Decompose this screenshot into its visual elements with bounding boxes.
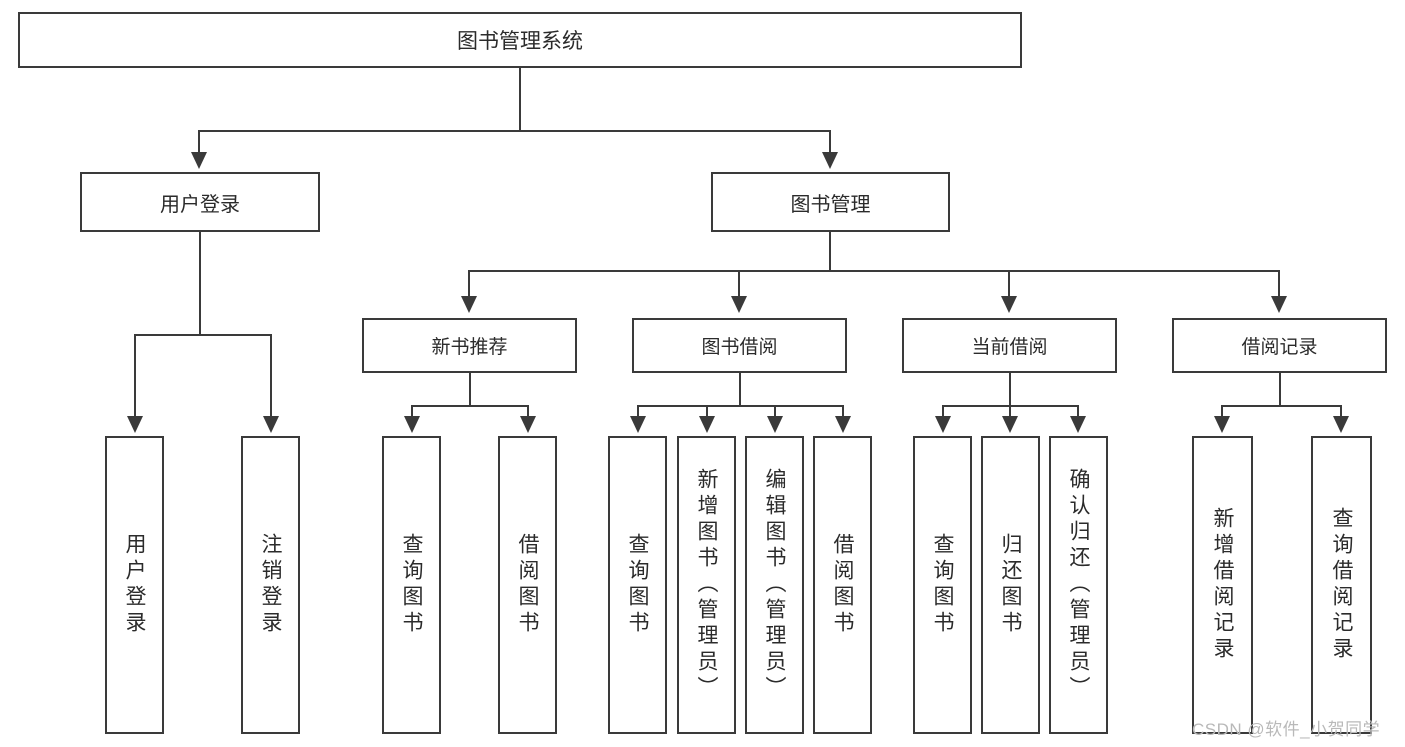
connector-drop-cb-3 xyxy=(1077,405,1079,418)
connector-drop-nb-1 xyxy=(411,405,413,418)
connector-drop-bb-2 xyxy=(706,405,708,418)
leaf-label: 查询图书 xyxy=(400,533,423,637)
connector-drop-leaf-user-login xyxy=(134,334,136,418)
arrow-book-borrow xyxy=(731,296,747,313)
arrow-cb-return-book xyxy=(1002,416,1018,433)
arrow-nb-borrow-book xyxy=(520,416,536,433)
connector-level3-bar xyxy=(468,270,1279,272)
connector-user-login-stem xyxy=(199,232,201,334)
connector-root-stem xyxy=(519,68,521,130)
leaf-nb-borrow-book[interactable]: 借阅图书 xyxy=(498,436,557,734)
connector-drop-bb-4 xyxy=(842,405,844,418)
leaf-br-query-record[interactable]: 查询借阅记录 xyxy=(1311,436,1372,734)
arrow-leaf-user-login xyxy=(127,416,143,433)
connector-book-manage-stem xyxy=(829,232,831,270)
arrow-current-borrow xyxy=(1001,296,1017,313)
arrow-book-manage xyxy=(822,152,838,169)
connector-level2-bar xyxy=(198,130,831,132)
connector-drop-book-manage xyxy=(829,130,831,154)
leaf-label: 用户登录 xyxy=(123,533,146,637)
leaf-nb-query-book[interactable]: 查询图书 xyxy=(382,436,441,734)
leaf-bb-query-book[interactable]: 查询图书 xyxy=(608,436,667,734)
connector-drop-leaf-logout xyxy=(270,334,272,418)
arrow-leaf-logout xyxy=(263,416,279,433)
connector-drop-cb-2 xyxy=(1009,405,1011,418)
connector-drop-user-login xyxy=(198,130,200,154)
node-root-system[interactable]: 图书管理系统 xyxy=(18,12,1022,68)
leaf-user-login[interactable]: 用户登录 xyxy=(105,436,164,734)
connector-drop-bb-3 xyxy=(774,405,776,418)
leaf-label: 查询借阅记录 xyxy=(1330,507,1353,663)
leaf-label: 查询图书 xyxy=(626,533,649,637)
arrow-bb-borrow-book xyxy=(835,416,851,433)
connector-book-borrow-bar xyxy=(637,405,843,407)
node-label: 用户登录 xyxy=(160,193,240,216)
node-label: 图书借阅 xyxy=(701,337,778,358)
node-label: 新书推荐 xyxy=(431,337,508,358)
csdn-watermark: CSDN @软件_小贺同学 xyxy=(1192,720,1381,739)
leaf-cb-confirm-return[interactable]: 确认归还（管理员） xyxy=(1049,436,1108,734)
connector-current-borrow-stem xyxy=(1009,373,1011,405)
leaf-label: 注销登录 xyxy=(259,533,282,637)
leaf-label: 编辑图书（管理员） xyxy=(763,468,786,702)
leaf-label: 归还图书 xyxy=(999,533,1022,637)
node-label: 当前借阅 xyxy=(971,337,1048,358)
arrow-bb-add-book xyxy=(699,416,715,433)
leaf-bb-add-book[interactable]: 新增图书（管理员） xyxy=(677,436,736,734)
leaf-label: 确认归还（管理员） xyxy=(1067,468,1090,702)
leaf-label: 借阅图书 xyxy=(516,533,539,637)
leaf-label: 查询图书 xyxy=(931,533,954,637)
leaf-label: 借阅图书 xyxy=(831,533,854,637)
connector-drop-nb-2 xyxy=(527,405,529,418)
connector-drop-br-1 xyxy=(1221,405,1223,418)
connector-drop-new-book xyxy=(468,270,470,298)
connector-borrow-record-bar xyxy=(1221,405,1341,407)
connector-drop-book-borrow xyxy=(738,270,740,298)
arrow-cb-query-book xyxy=(935,416,951,433)
connector-borrow-record-stem xyxy=(1279,373,1281,405)
leaf-logout[interactable]: 注销登录 xyxy=(241,436,300,734)
node-borrow-record[interactable]: 借阅记录 xyxy=(1172,318,1387,373)
node-label: 图书管理系统 xyxy=(457,30,583,53)
arrow-br-query-record xyxy=(1333,416,1349,433)
connector-book-borrow-stem xyxy=(739,373,741,405)
leaf-bb-borrow-book[interactable]: 借阅图书 xyxy=(813,436,872,734)
connector-drop-current-borrow xyxy=(1008,270,1010,298)
arrow-user-login xyxy=(191,152,207,169)
arrow-cb-confirm-return xyxy=(1070,416,1086,433)
arrow-bb-query-book xyxy=(630,416,646,433)
node-book-management[interactable]: 图书管理 xyxy=(711,172,950,232)
arrow-bb-edit-book xyxy=(767,416,783,433)
node-new-book-recommend[interactable]: 新书推荐 xyxy=(362,318,577,373)
connector-drop-borrow-record xyxy=(1278,270,1280,298)
connector-new-book-stem xyxy=(469,373,471,405)
arrow-nb-query-book xyxy=(404,416,420,433)
node-current-borrow[interactable]: 当前借阅 xyxy=(902,318,1117,373)
connector-drop-cb-1 xyxy=(942,405,944,418)
arrow-br-add-record xyxy=(1214,416,1230,433)
leaf-br-add-record[interactable]: 新增借阅记录 xyxy=(1192,436,1253,734)
node-label: 借阅记录 xyxy=(1241,337,1318,358)
leaf-cb-query-book[interactable]: 查询图书 xyxy=(913,436,972,734)
connector-user-login-bar xyxy=(134,334,272,336)
node-book-borrow[interactable]: 图书借阅 xyxy=(632,318,847,373)
connector-new-book-bar xyxy=(411,405,528,407)
arrow-borrow-record xyxy=(1271,296,1287,313)
node-label: 图书管理 xyxy=(790,193,871,216)
leaf-label: 新增借阅记录 xyxy=(1211,507,1234,663)
leaf-bb-edit-book[interactable]: 编辑图书（管理员） xyxy=(745,436,804,734)
leaf-label: 新增图书（管理员） xyxy=(695,468,718,702)
leaf-cb-return-book[interactable]: 归还图书 xyxy=(981,436,1040,734)
node-user-login[interactable]: 用户登录 xyxy=(80,172,320,232)
arrow-new-book-recommend xyxy=(461,296,477,313)
connector-drop-br-2 xyxy=(1340,405,1342,418)
connector-drop-bb-1 xyxy=(637,405,639,418)
